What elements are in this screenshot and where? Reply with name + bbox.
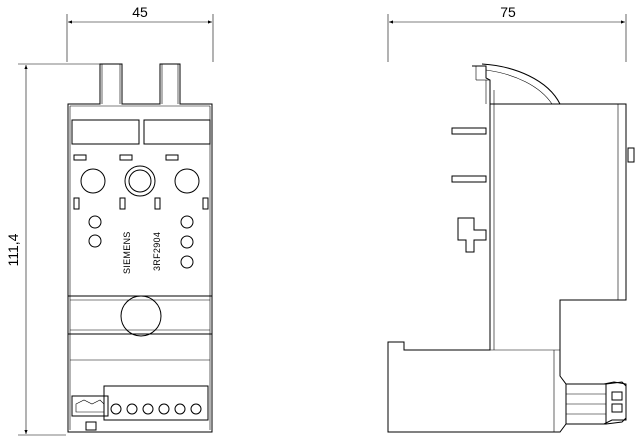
front-outline <box>67 63 213 433</box>
model-label: 3RF2904 <box>152 232 162 271</box>
side-width-label: 75 <box>500 4 516 20</box>
terminal-block <box>103 385 209 421</box>
side-clip <box>627 147 635 163</box>
indicator-right-2 <box>180 235 194 249</box>
width-dimension-front: 45 <box>66 4 214 62</box>
label-window-right <box>143 119 211 145</box>
front-view: SIEMENS 3RF2904 <box>67 63 213 433</box>
indicator-left-1 <box>88 215 102 229</box>
led-slot-right <box>165 154 179 161</box>
height-dimension: 111,4 <box>5 63 100 436</box>
mounting-knob <box>120 295 162 337</box>
indicator-right-3 <box>180 255 194 269</box>
height-label: 111,4 <box>5 233 21 266</box>
side-pin-3 <box>457 217 487 253</box>
knob-center-outer <box>124 165 156 197</box>
knob-left <box>80 168 106 194</box>
front-width-label: 45 <box>132 4 148 20</box>
brand-label: SIEMENS <box>122 231 132 274</box>
side-body-outline <box>387 65 627 433</box>
indicator-left-2 <box>88 234 102 248</box>
side-pin-2 <box>451 175 487 183</box>
led-slot-left <box>73 154 87 161</box>
cover-arc <box>481 63 561 105</box>
label-window-left <box>71 119 140 145</box>
side-view <box>387 63 635 433</box>
indicator-right-1 <box>180 215 194 229</box>
width-dimension-side: 75 <box>387 4 627 62</box>
knob-right <box>174 168 200 194</box>
knob-center-inner <box>128 169 152 193</box>
led-slot-center <box>119 154 133 161</box>
two-pin-connector <box>71 395 109 417</box>
side-pin-1 <box>451 127 487 135</box>
